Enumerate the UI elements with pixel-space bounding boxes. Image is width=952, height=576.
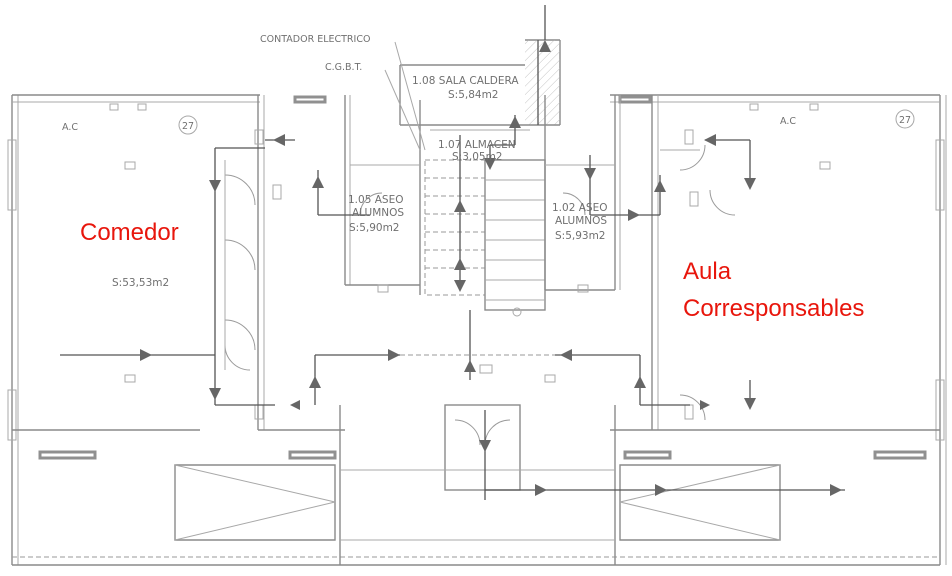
route-arrows [140,40,842,496]
capacity-right-circle [895,109,915,129]
sala-caldera-area: S:5,84m2 [448,89,499,101]
almacen-area: S:3,05m2 [452,151,503,163]
aula-label: Aula [683,258,732,285]
capacity-right: 27 [899,115,911,126]
aseo-right-sub: ALUMNOS [555,215,607,227]
cgbt-label: C.G.B.T. [325,62,362,73]
sala-caldera-label: 1.08 SALA CALDERA [412,75,519,87]
exterior-walls [7,94,947,566]
doors [224,144,736,446]
interior-walls [12,39,940,565]
aseo-left-label: 1.05 ASEO [348,194,403,206]
contador-label: CONTADOR ELECTRICO [260,34,370,45]
corresponsables-label: Corresponsables [683,295,864,322]
capacity-left-circle [178,115,198,135]
comedor-area: S:53,53m2 [112,277,169,289]
ac-right-label: A.C [780,116,796,127]
almacen-label: 1.07 ALMACEN [438,139,516,151]
label-leaders [384,41,426,151]
aseo-left-area: S:5,90m2 [349,222,400,234]
aseo-right-area: S:5,93m2 [555,230,606,242]
aseo-left-sub: ALUMNOS [352,207,404,219]
aseo-right-label: 1.02 ASEO [552,202,607,214]
comedor-label: Comedor [80,219,179,246]
capacity-left: 27 [182,121,194,132]
ac-left-label: A.C [62,122,78,133]
